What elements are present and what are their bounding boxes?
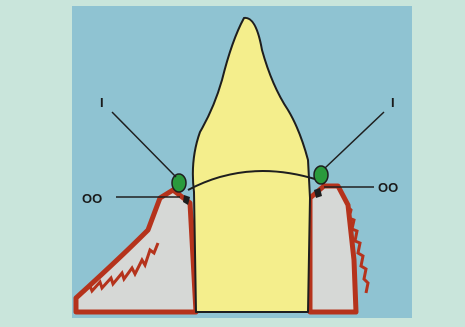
label-left-side: OO [82, 191, 102, 206]
left-marker [172, 174, 186, 192]
right-bone [310, 186, 356, 312]
right-marker [314, 166, 328, 184]
label-right-side: OO [378, 180, 398, 195]
label-left-top: I [100, 95, 104, 110]
label-right-top: I [391, 95, 395, 110]
